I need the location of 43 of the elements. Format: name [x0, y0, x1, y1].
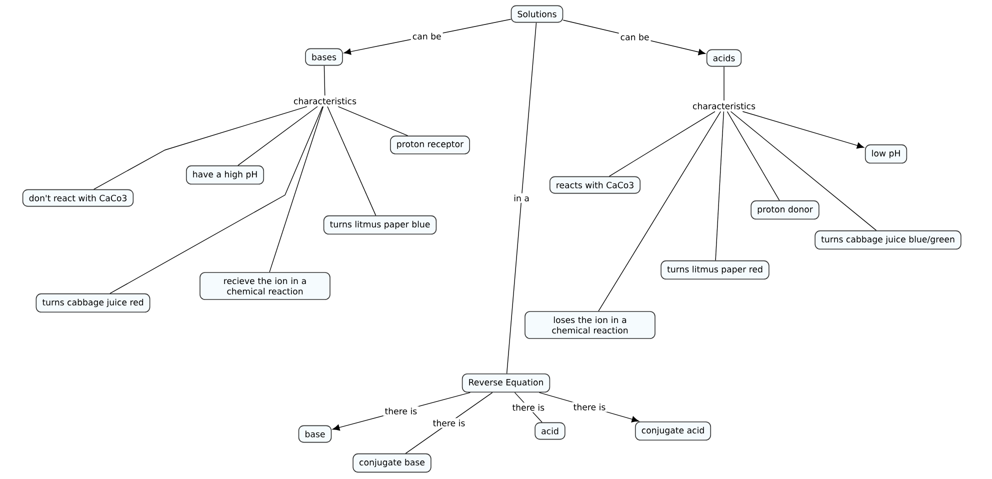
edge-label: there is [431, 418, 467, 428]
concept-box: Reverse Equation [462, 373, 550, 393]
concept-box: bases [305, 48, 343, 66]
connector-line [110, 106, 323, 294]
arrow [742, 111, 864, 149]
connector-line [238, 106, 318, 166]
concept-box: turns litmus paper blue [323, 215, 437, 235]
connector-line [506, 22, 537, 374]
concept-box: have a high pH [186, 165, 264, 185]
connector-line [324, 65, 326, 96]
concept-box: conjugate base [352, 453, 432, 473]
edge-label: there is [510, 402, 546, 412]
concept-box: low pH [864, 144, 908, 164]
edge-label: can be [618, 32, 651, 42]
concept-box: proton receptor [390, 136, 470, 154]
connector-line [93, 106, 308, 190]
concept-box: acids [706, 49, 742, 67]
connector-line [327, 106, 376, 216]
connector-line [269, 106, 324, 272]
concept-box: base [298, 425, 332, 443]
connector-line [608, 111, 716, 177]
concept-box: recieve the ion in a chemical reaction [200, 272, 330, 300]
edge-label: in a [512, 193, 531, 203]
connector-line [598, 111, 721, 312]
connector-line [338, 106, 408, 136]
connector-line [715, 111, 724, 261]
concept-box: loses the ion in a chemical reaction [524, 311, 656, 339]
edge-label: there is [383, 406, 419, 416]
concept-box: turns cabbage juice blue/green [814, 230, 962, 250]
concept-box: don't react with CaCo3 [22, 189, 134, 207]
concept-box: reacts with CaCo3 [550, 176, 641, 194]
concept-box: Solutions [510, 5, 564, 23]
connector-line [730, 111, 877, 231]
linking-phrase: characteristics [292, 96, 359, 106]
connector-line [726, 111, 780, 201]
edge-label: there is [572, 402, 608, 412]
edge-label: can be [410, 31, 443, 42]
concept-box: proton donor [750, 200, 820, 220]
concept-box: turns litmus paper red [660, 260, 770, 280]
linking-phrase: characteristics [690, 100, 758, 112]
concept-box: acid [534, 422, 566, 440]
concept-box: turns cabbage juice red [36, 293, 150, 313]
concept-box: conjugate acid [634, 421, 712, 441]
